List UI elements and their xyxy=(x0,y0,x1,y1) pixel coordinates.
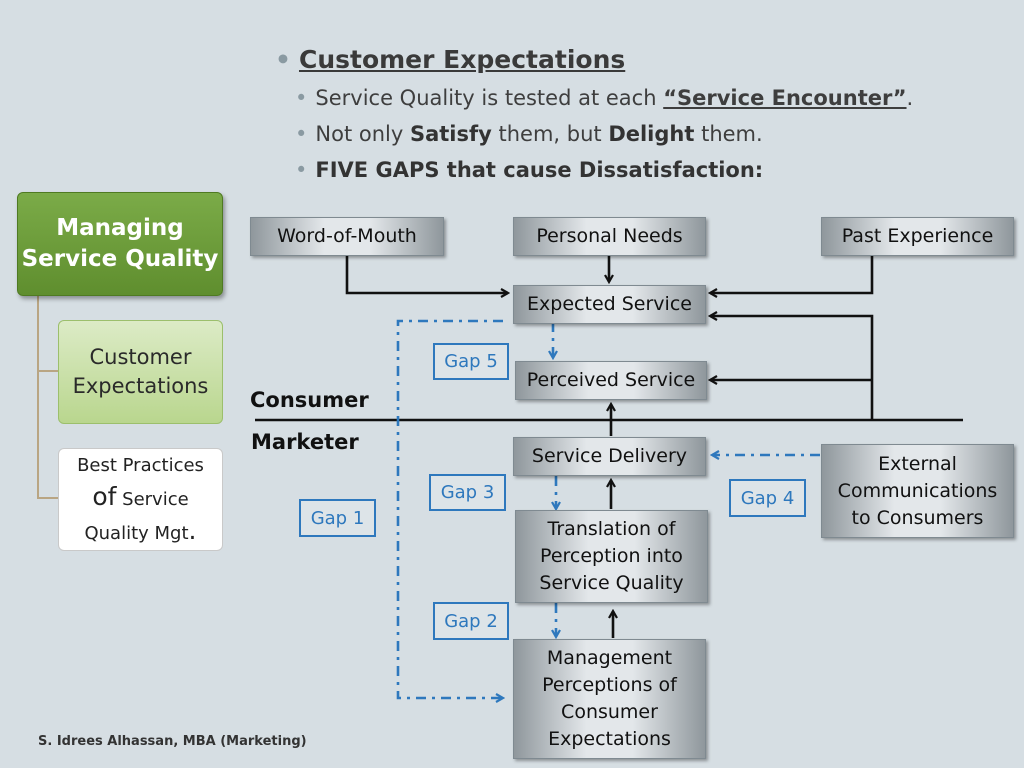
box-label: Perceptions of xyxy=(542,674,677,696)
nav-item-label: Quality Mgt. xyxy=(59,515,222,549)
box-label: Service Quality xyxy=(539,572,684,594)
nav-customer-expectations[interactable]: Customer Expectations xyxy=(58,320,223,424)
gap3-label: Gap 3 xyxy=(429,474,506,511)
box-label: External xyxy=(878,452,957,475)
bullet-text: Not only xyxy=(315,122,410,146)
gap1-dashed-connector xyxy=(396,319,503,698)
arrow-wom-expected xyxy=(345,255,508,293)
word-of-mouth-box: Word-of-Mouth xyxy=(250,217,444,256)
bullet-emphasis: Satisfy xyxy=(409,122,492,146)
box-label: Word-of-Mouth xyxy=(277,225,417,247)
bullet-text: . xyxy=(906,86,914,110)
bullet-emphasis: FIVE GAPS that cause Dissatisfaction: xyxy=(315,158,764,182)
gap-text: Gap 5 xyxy=(444,351,498,372)
nav-managing-service-quality[interactable]: Managing Service Quality xyxy=(17,192,223,296)
nav-item-label: Best Practices xyxy=(77,455,204,476)
gap4-label: Gap 4 xyxy=(729,479,806,517)
external-communications-box: External Communications to Consumers xyxy=(821,444,1014,538)
perceived-service-box: Perceived Service xyxy=(515,361,707,400)
expected-service-box: Expected Service xyxy=(513,285,706,324)
management-perceptions-box: Management Perceptions of Consumer Expec… xyxy=(513,639,706,759)
gap1-label: Gap 1 xyxy=(299,499,376,537)
bullet-title: •Customer Expectations xyxy=(275,45,975,74)
box-label: Service Delivery xyxy=(531,445,688,467)
arrow-past-expected xyxy=(710,255,874,293)
nav-best-practices[interactable]: Best Practices of Service Quality Mgt. xyxy=(58,448,223,551)
bullet-text: them. xyxy=(694,122,763,146)
past-experience-box: Past Experience xyxy=(821,217,1014,256)
box-label: to Consumers xyxy=(851,506,984,529)
gap-text: Gap 1 xyxy=(310,507,365,529)
bullet-text: them, but xyxy=(491,122,609,146)
box-label: Past Experience xyxy=(841,225,994,247)
bullet-list: •Customer Expectations •Service Quality … xyxy=(275,45,975,182)
nav-main-label: Managing xyxy=(56,215,184,241)
nav-item-label-service: Service xyxy=(116,489,189,510)
bullet-text: Service Quality is tested at each xyxy=(315,86,664,110)
consumer-label: Consumer xyxy=(250,388,369,412)
bullet-emphasis: Delight xyxy=(608,122,695,146)
box-label: Perception into xyxy=(540,545,683,567)
bullet-dot-icon: • xyxy=(295,122,308,146)
box-label: Expectations xyxy=(548,728,671,750)
nav-connector xyxy=(37,497,59,499)
personal-needs-box: Personal Needs xyxy=(513,217,706,256)
box-label: Translation of xyxy=(547,518,676,540)
nav-item-label: of Service xyxy=(59,481,222,515)
bullet-five-gaps: • FIVE GAPS that cause Dissatisfaction: xyxy=(295,158,975,182)
box-label: Consumer xyxy=(561,701,658,723)
bullet-satisfy-delight: • Not only Satisfy them, but Delight them… xyxy=(295,122,975,146)
nav-connector xyxy=(37,370,59,372)
gap-text: Gap 2 xyxy=(444,610,498,632)
box-label: Management xyxy=(546,647,673,669)
bullet-dot-icon: • xyxy=(295,158,308,182)
nav-item-label: Customer xyxy=(89,345,192,369)
gap-text: Gap 3 xyxy=(440,482,495,503)
service-delivery-box: Service Delivery xyxy=(513,437,706,476)
nav-main-label: Service Quality xyxy=(21,246,219,272)
section-title: Customer Expectations xyxy=(298,45,626,74)
gap2-label: Gap 2 xyxy=(433,602,509,640)
arrow-to-expected xyxy=(710,316,874,419)
box-label: Perceived Service xyxy=(526,369,696,391)
gap5-label: Gap 5 xyxy=(433,343,509,380)
nav-item-label-dot: . xyxy=(188,516,197,545)
bullet-dot-icon: • xyxy=(275,45,291,74)
gap-text: Gap 4 xyxy=(740,487,795,509)
box-label: Communications xyxy=(837,479,998,502)
bullet-service-encounter: • Service Quality is tested at each “Serv… xyxy=(295,86,975,110)
bullet-emphasis: “Service Encounter” xyxy=(663,86,907,110)
box-label: Personal Needs xyxy=(536,225,683,247)
marketer-label: Marketer xyxy=(251,430,359,454)
bullet-dot-icon: • xyxy=(295,86,308,110)
translation-box: Translation of Perception into Service Q… xyxy=(515,510,708,603)
footer-author: S. Idrees Alhassan, MBA (Marketing) xyxy=(38,734,307,749)
box-label: Expected Service xyxy=(527,293,692,315)
nav-item-label-quality: Quality Mgt xyxy=(84,523,189,544)
nav-connector xyxy=(37,294,39,498)
nav-item-label-of: of xyxy=(92,482,117,511)
nav-item-label: Expectations xyxy=(72,374,209,398)
